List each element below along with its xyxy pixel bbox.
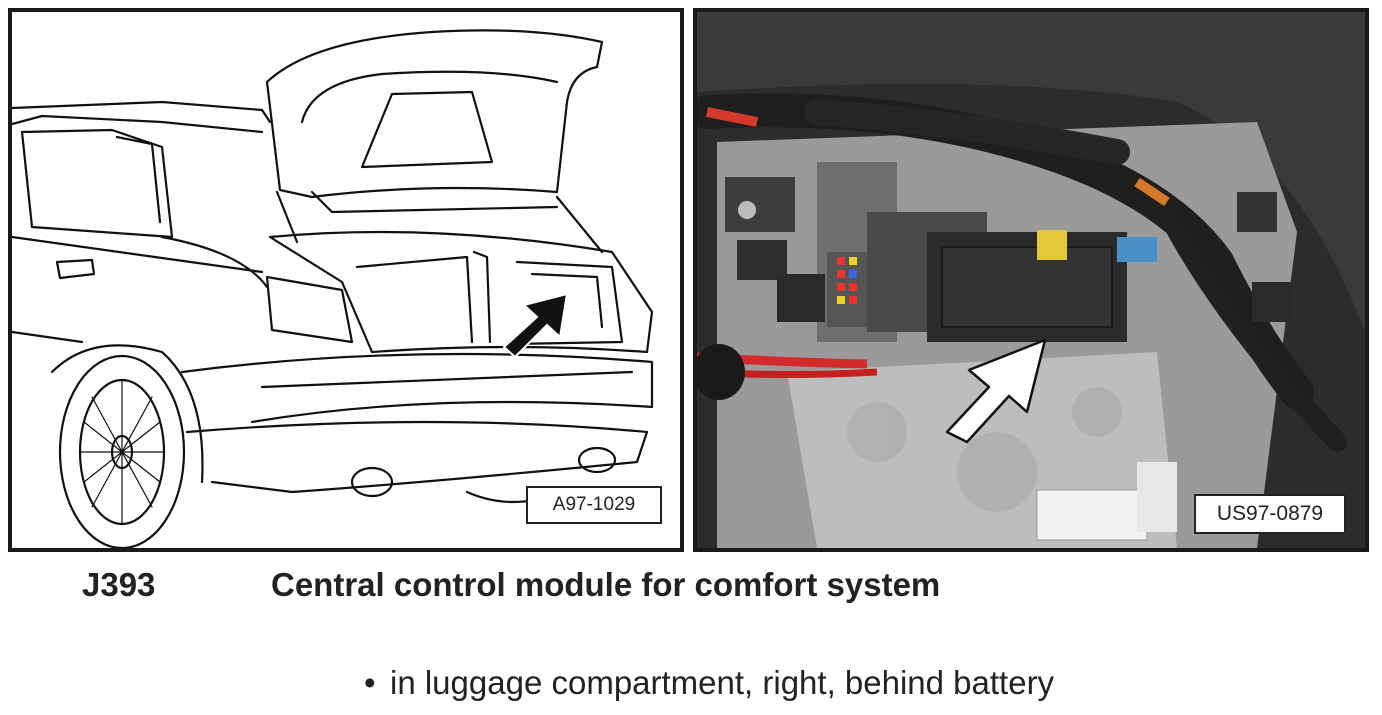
component-title: Central control module for comfort syste…: [271, 566, 941, 603]
car-trunk-illustration: A97-1029: [8, 8, 684, 552]
location-text: in luggage compartment, right, behind ba…: [390, 664, 1055, 701]
component-code: J393: [82, 566, 156, 603]
figure-label: A97-1029: [526, 486, 662, 524]
figure-label: US97-0879: [1194, 494, 1346, 534]
luggage-compartment-photo: US97-0879: [693, 8, 1369, 552]
bullet-icon: •: [364, 664, 376, 701]
location-line: • in luggage compartment, right, behind b…: [364, 664, 1054, 702]
car-drawing-svg: [12, 29, 654, 548]
compartment-photo-svg: [697, 12, 1365, 548]
